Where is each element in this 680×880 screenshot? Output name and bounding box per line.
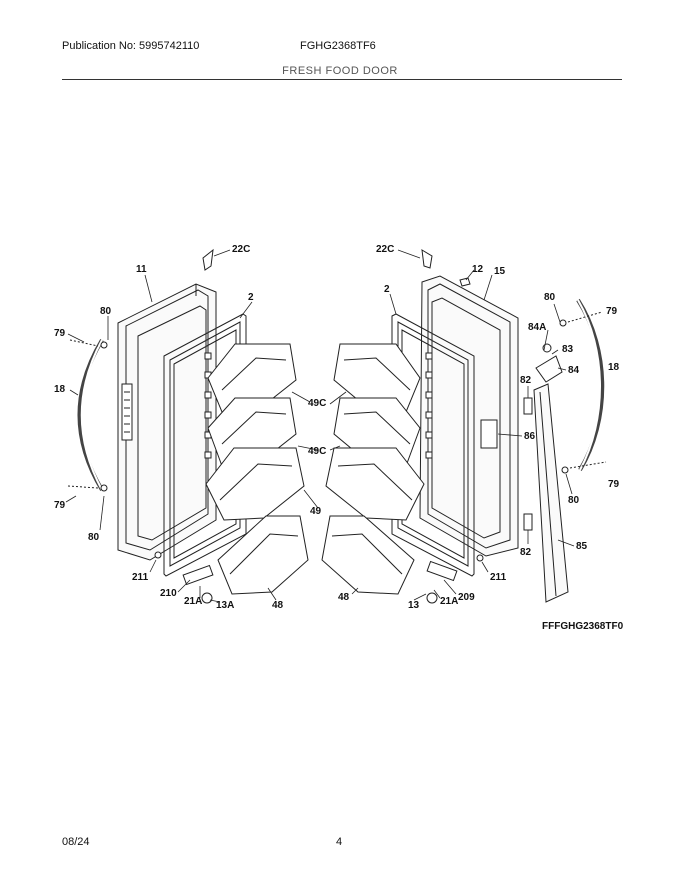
- dispenser-trim: [533, 383, 569, 603]
- callout-82-bottom: 82: [520, 547, 532, 558]
- section-title: FRESH FOOD DOOR: [282, 65, 398, 77]
- callout-2-right: 2: [384, 284, 390, 295]
- left-door-shell: [117, 283, 217, 561]
- callout-79-left-top: 79: [54, 328, 66, 339]
- callout-49c-top: 49C: [308, 398, 326, 409]
- header-divider: [62, 79, 622, 80]
- right-door-bins: [321, 343, 425, 595]
- callout-18-right: 18: [608, 362, 620, 373]
- callout-82-top: 82: [520, 375, 532, 386]
- callout-211-right: 211: [490, 572, 507, 583]
- callout-210: 210: [160, 588, 177, 599]
- callout-86: 86: [524, 431, 536, 442]
- page-number: 4: [336, 836, 343, 848]
- callout-209: 209: [458, 592, 475, 603]
- callout-13a: 13A: [216, 600, 234, 611]
- callout-80-left-top: 80: [100, 306, 112, 317]
- left-hinge-parts: [154, 248, 214, 604]
- callout-18-left: 18: [54, 384, 66, 395]
- callout-48-left: 48: [272, 600, 284, 611]
- footer-date: 08/24: [62, 836, 90, 848]
- callout-80-left-bottom: 80: [88, 532, 100, 543]
- callout-79-left-bottom: 79: [54, 500, 66, 511]
- callout-labels: 22C 11 2 80 79 18 79 80 211 210 21A 13A …: [54, 244, 624, 632]
- callout-79-right-top: 79: [606, 306, 618, 317]
- callout-21a-right: 21A: [440, 596, 458, 607]
- callout-49: 49: [310, 506, 322, 517]
- model-number: FGHG2368TF6: [300, 40, 376, 52]
- callout-80-right-bottom: 80: [568, 495, 580, 506]
- callout-49c-middle: 49C: [308, 446, 326, 457]
- right-handle: [559, 298, 607, 474]
- callout-83: 83: [562, 344, 574, 355]
- callout-12: 12: [472, 264, 484, 275]
- callout-11: 11: [136, 264, 147, 275]
- left-door-bins: [205, 343, 309, 595]
- callout-15: 15: [494, 266, 506, 277]
- right-door-shell: [419, 275, 519, 557]
- left-handle: [67, 338, 108, 492]
- callout-13: 13: [408, 600, 420, 611]
- callout-85: 85: [576, 541, 588, 552]
- callout-84a: 84A: [528, 322, 546, 333]
- diagram-reference-code: FFFGHG2368TF0: [542, 621, 624, 632]
- callout-21a-left: 21A: [184, 596, 202, 607]
- callout-22c-right: 22C: [376, 244, 394, 255]
- callout-211-left: 211: [132, 572, 149, 583]
- callout-22c-left: 22C: [232, 244, 250, 255]
- callout-79-right-bottom: 79: [608, 479, 620, 490]
- publication-number: Publication No: 5995742110: [62, 40, 200, 52]
- callout-80-right-top: 80: [544, 292, 556, 303]
- leader-lines: [65, 249, 575, 603]
- callout-48-right: 48: [338, 592, 350, 603]
- right-hinge-parts: [421, 249, 563, 604]
- callout-2-left: 2: [248, 292, 254, 303]
- callout-84: 84: [568, 365, 580, 376]
